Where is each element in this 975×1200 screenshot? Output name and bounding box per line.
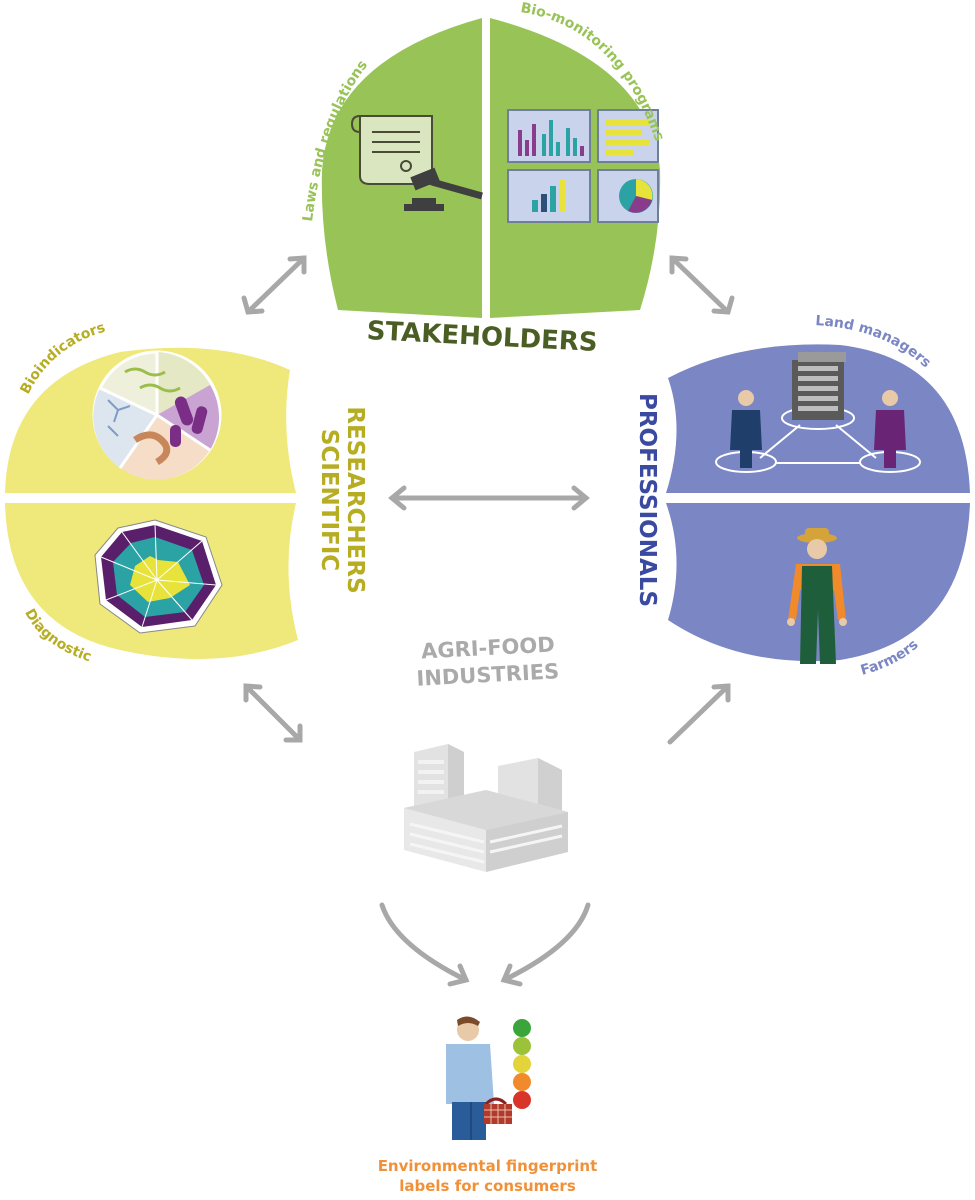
scientific-title-line1: SCIENTIFIC [316,429,342,571]
consumer-caption-line1: Environmental fingerprint [377,1157,598,1175]
agrifood-title-line2: INDUSTRIES [416,659,560,690]
agrifood-group: AGRI-FOOD INDUSTRIES [404,633,568,872]
consumer-caption-line2: labels for consumers [399,1177,576,1195]
farmer-icon [787,528,847,664]
consumer-group [446,1016,531,1140]
arrow-agrifood-consumers-left [379,902,470,987]
stakeholders-title: STAKEHOLDERS [366,316,598,358]
arrow-agrifood-professionals [667,683,731,745]
monitoring-dashboard-icon [507,109,659,223]
professionals-title: PROFESSIONALS [634,393,660,607]
arrow-stakeholders-professionals [669,255,735,315]
arrow-scientific-agrifood [243,683,303,743]
consumer-person-icon [446,1016,512,1140]
factory-buildings-icon [404,744,568,872]
scientific-group: Bioindicators Diagnostic SCIENTIFIC RESE… [5,320,368,665]
arrow-stakeholders-scientific [241,255,307,315]
arrow-scientific-professionals [388,485,590,511]
professionals-group: Land managers Farmers PROFESSIONALS [634,313,970,679]
eco-label-scale-icon [513,1019,531,1109]
land-managers-network-icon [715,352,921,473]
microorganisms-circle-icon [92,350,222,480]
scientific-title-line2: RESEARCHERS [342,406,368,593]
radar-diagnostic-icon [94,519,223,634]
arrow-agrifood-consumers-right [500,902,591,987]
law-document-gavel-icon [350,115,483,211]
agrifood-title-line1: AGRI-FOOD [421,633,556,664]
stakeholders-group: Laws and regulations Bio-monitoring prog… [300,0,667,358]
stakeholders-right-petal [490,18,661,318]
relationship-arrows [241,255,735,987]
